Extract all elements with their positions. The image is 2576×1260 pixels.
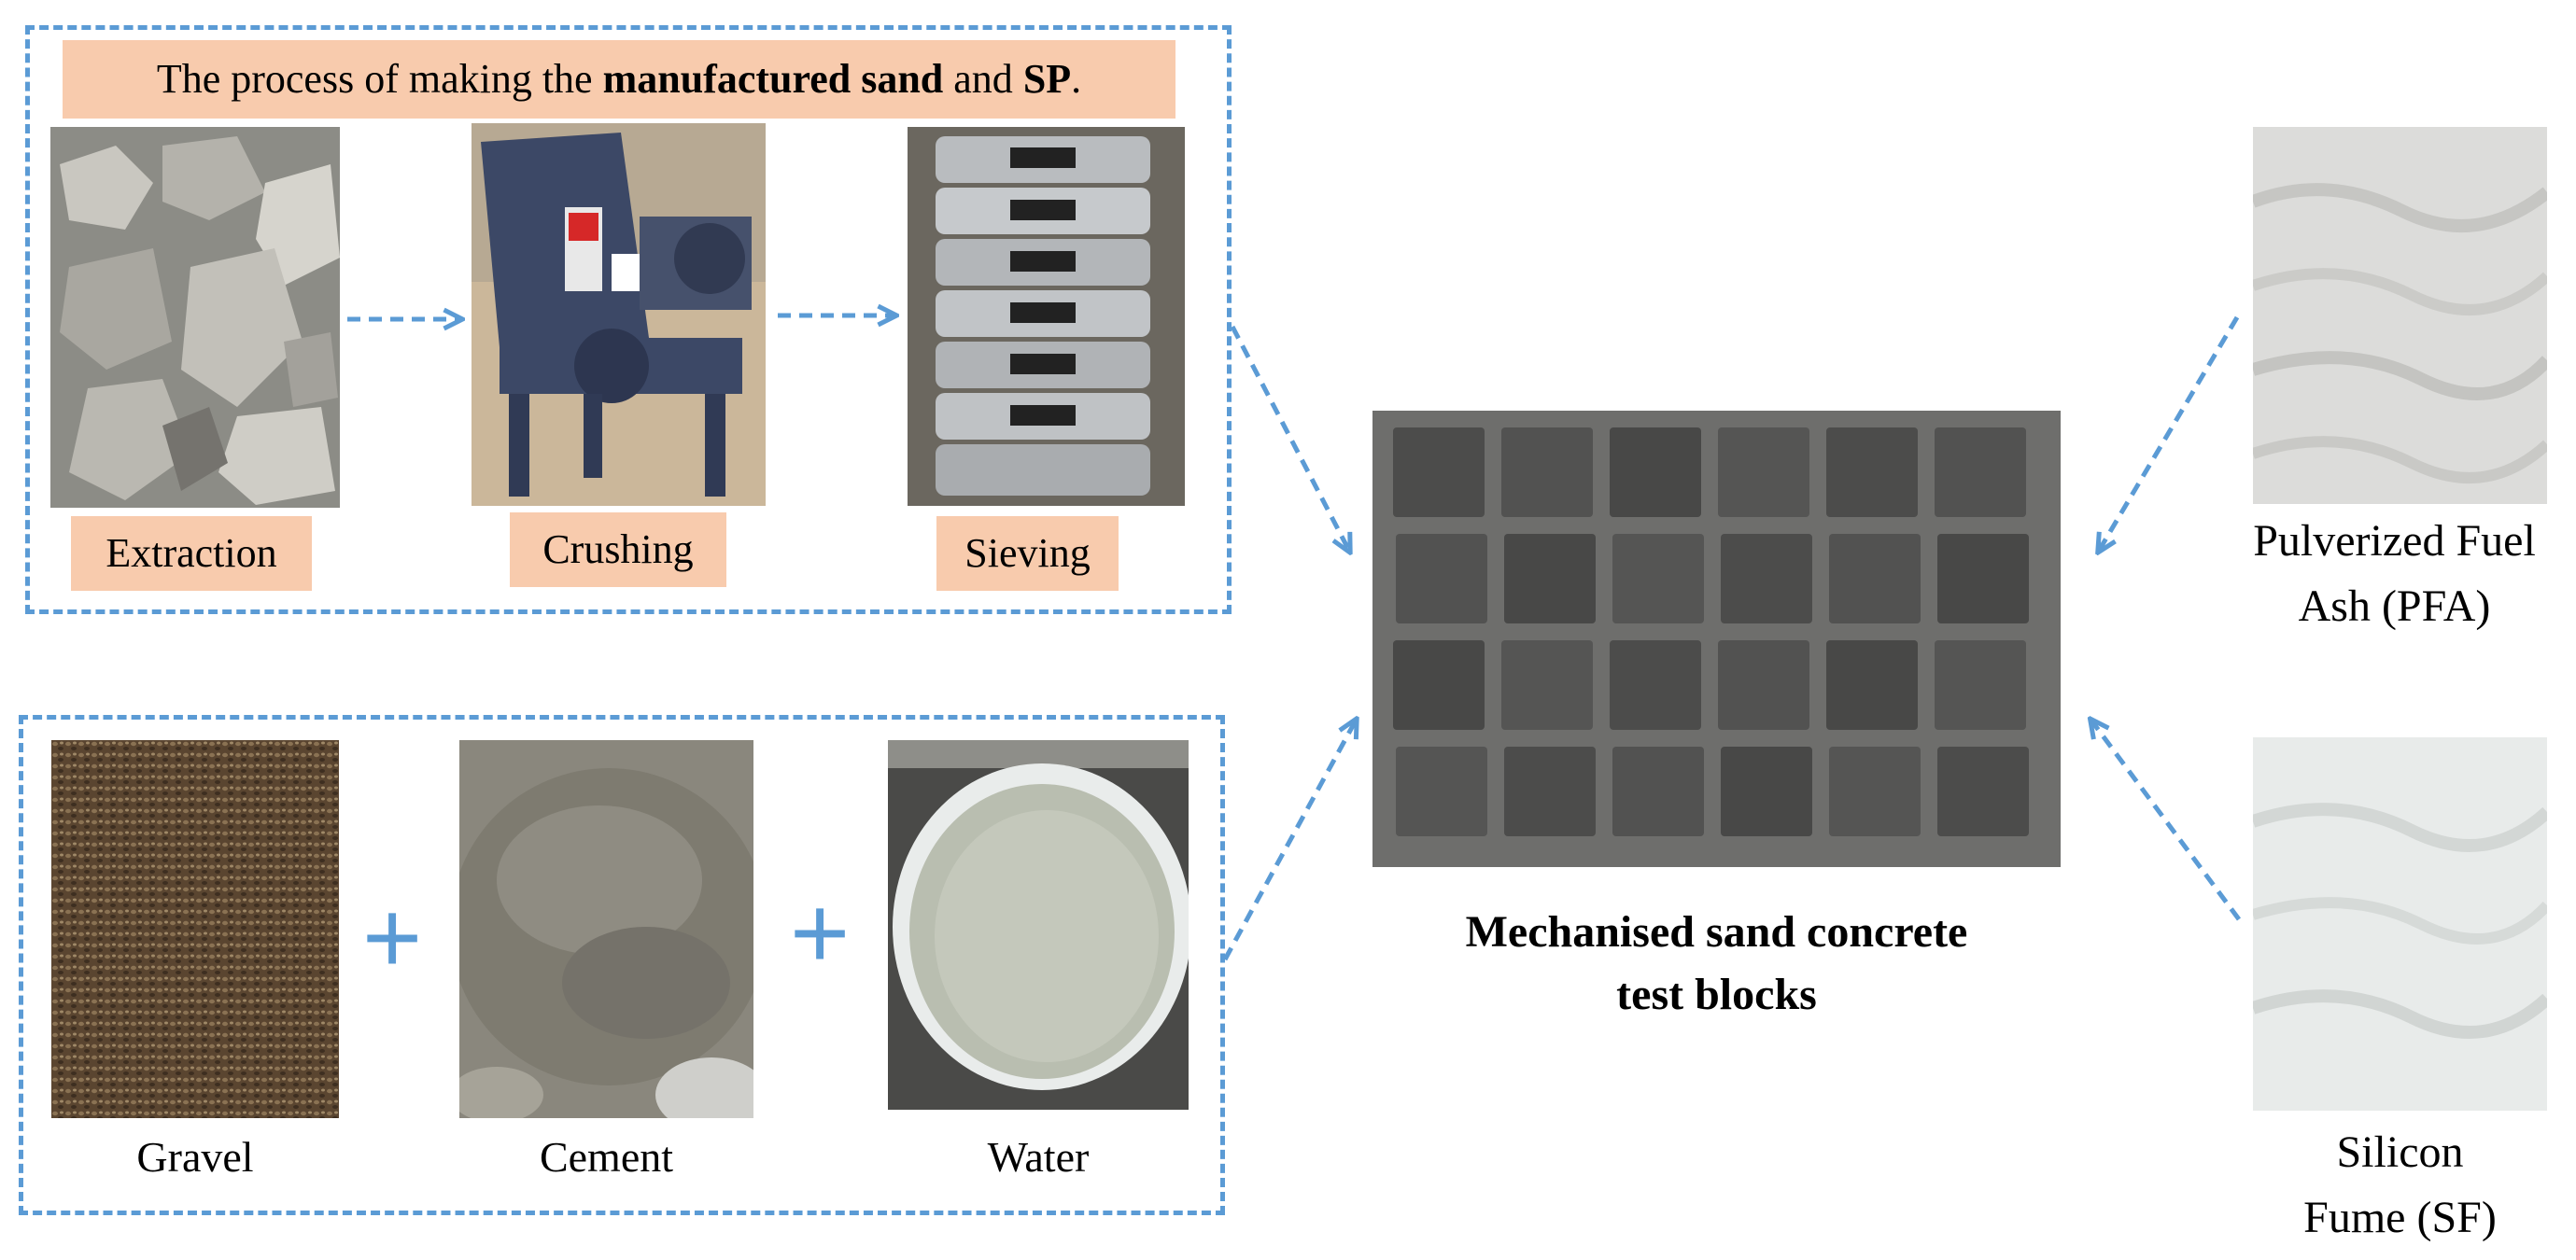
pfa-label-line-1: Pulverized Fuel	[2253, 516, 2536, 566]
concrete-block	[1501, 640, 1593, 730]
ingredient-label-cement: Cement	[539, 1133, 674, 1181]
concrete-block	[1504, 534, 1596, 623]
result-caption-line-1: Mechanised sand concrete	[1465, 907, 1968, 957]
concrete-block	[1504, 747, 1596, 836]
concrete-block	[1612, 747, 1704, 836]
sieving-photo	[908, 127, 1185, 506]
plus-sign-1: +	[362, 880, 423, 995]
concrete-block	[1718, 640, 1809, 730]
concrete-block	[1937, 534, 2029, 623]
process-group-box	[25, 25, 1232, 614]
pfa-photo	[2253, 127, 2547, 504]
concrete-block	[1721, 534, 1812, 623]
process-title-mid: and	[943, 56, 1023, 102]
sf-photo	[2253, 737, 2547, 1111]
arrow-sf-to-blocks	[2091, 721, 2242, 921]
concrete-block	[1826, 427, 1918, 517]
cement-photo	[459, 740, 753, 1118]
ingredient-label-water: Water	[987, 1133, 1090, 1181]
concrete-block	[1935, 427, 2026, 517]
process-title-bold-1: manufactured sand	[602, 56, 944, 102]
concrete-block	[1829, 534, 1921, 623]
extraction-photo	[50, 127, 340, 508]
sf-label-line-1: Silicon	[2336, 1127, 2464, 1177]
concrete-block	[1393, 427, 1485, 517]
ingredients-group-box	[19, 715, 1225, 1215]
concrete-blocks-photo	[1372, 411, 2061, 867]
concrete-block	[1826, 640, 1918, 730]
result-caption: Mechanised sand concrete test blocks	[1344, 901, 2089, 1026]
concrete-block	[1396, 534, 1487, 623]
sf-label-line-2: Fume (SF)	[2303, 1192, 2497, 1242]
concrete-block	[1396, 747, 1487, 836]
concrete-block	[1937, 747, 2029, 836]
gravel-photo	[51, 740, 339, 1118]
arrow-process-to-blocks	[1230, 325, 1349, 551]
plus-sign-2: +	[790, 875, 851, 990]
pfa-label-line-2: Ash (PFA)	[2298, 581, 2491, 631]
concrete-block	[1393, 640, 1485, 730]
concrete-block	[1612, 534, 1704, 623]
arrow-pfa-to-blocks	[2099, 315, 2240, 551]
concrete-block	[1721, 747, 1812, 836]
concrete-block	[1829, 747, 1921, 836]
concrete-block	[1610, 640, 1701, 730]
ingredient-label-gravel: Gravel	[136, 1133, 254, 1181]
step-label-extraction: Extraction	[71, 516, 312, 591]
sf-label: Silicon Fume (SF)	[2253, 1120, 2547, 1250]
step-label-crushing: Crushing	[510, 512, 726, 587]
process-title-prefix: The process of making the	[156, 56, 603, 102]
arrow-ingredients-to-blocks	[1222, 721, 1356, 961]
concrete-block	[1718, 427, 1809, 517]
concrete-block	[1610, 427, 1701, 517]
process-title-bold-2: SP	[1022, 56, 1072, 102]
process-title-suffix: .	[1071, 56, 1082, 102]
concrete-block	[1501, 427, 1593, 517]
crushing-photo	[472, 123, 766, 506]
pfa-label: Pulverized Fuel Ash (PFA)	[2213, 509, 2576, 638]
process-title: The process of making the manufactured s…	[63, 40, 1175, 119]
water-photo	[888, 740, 1189, 1110]
result-caption-line-2: test blocks	[1616, 970, 1817, 1020]
step-label-sieving: Sieving	[936, 516, 1119, 591]
concrete-block	[1935, 640, 2026, 730]
